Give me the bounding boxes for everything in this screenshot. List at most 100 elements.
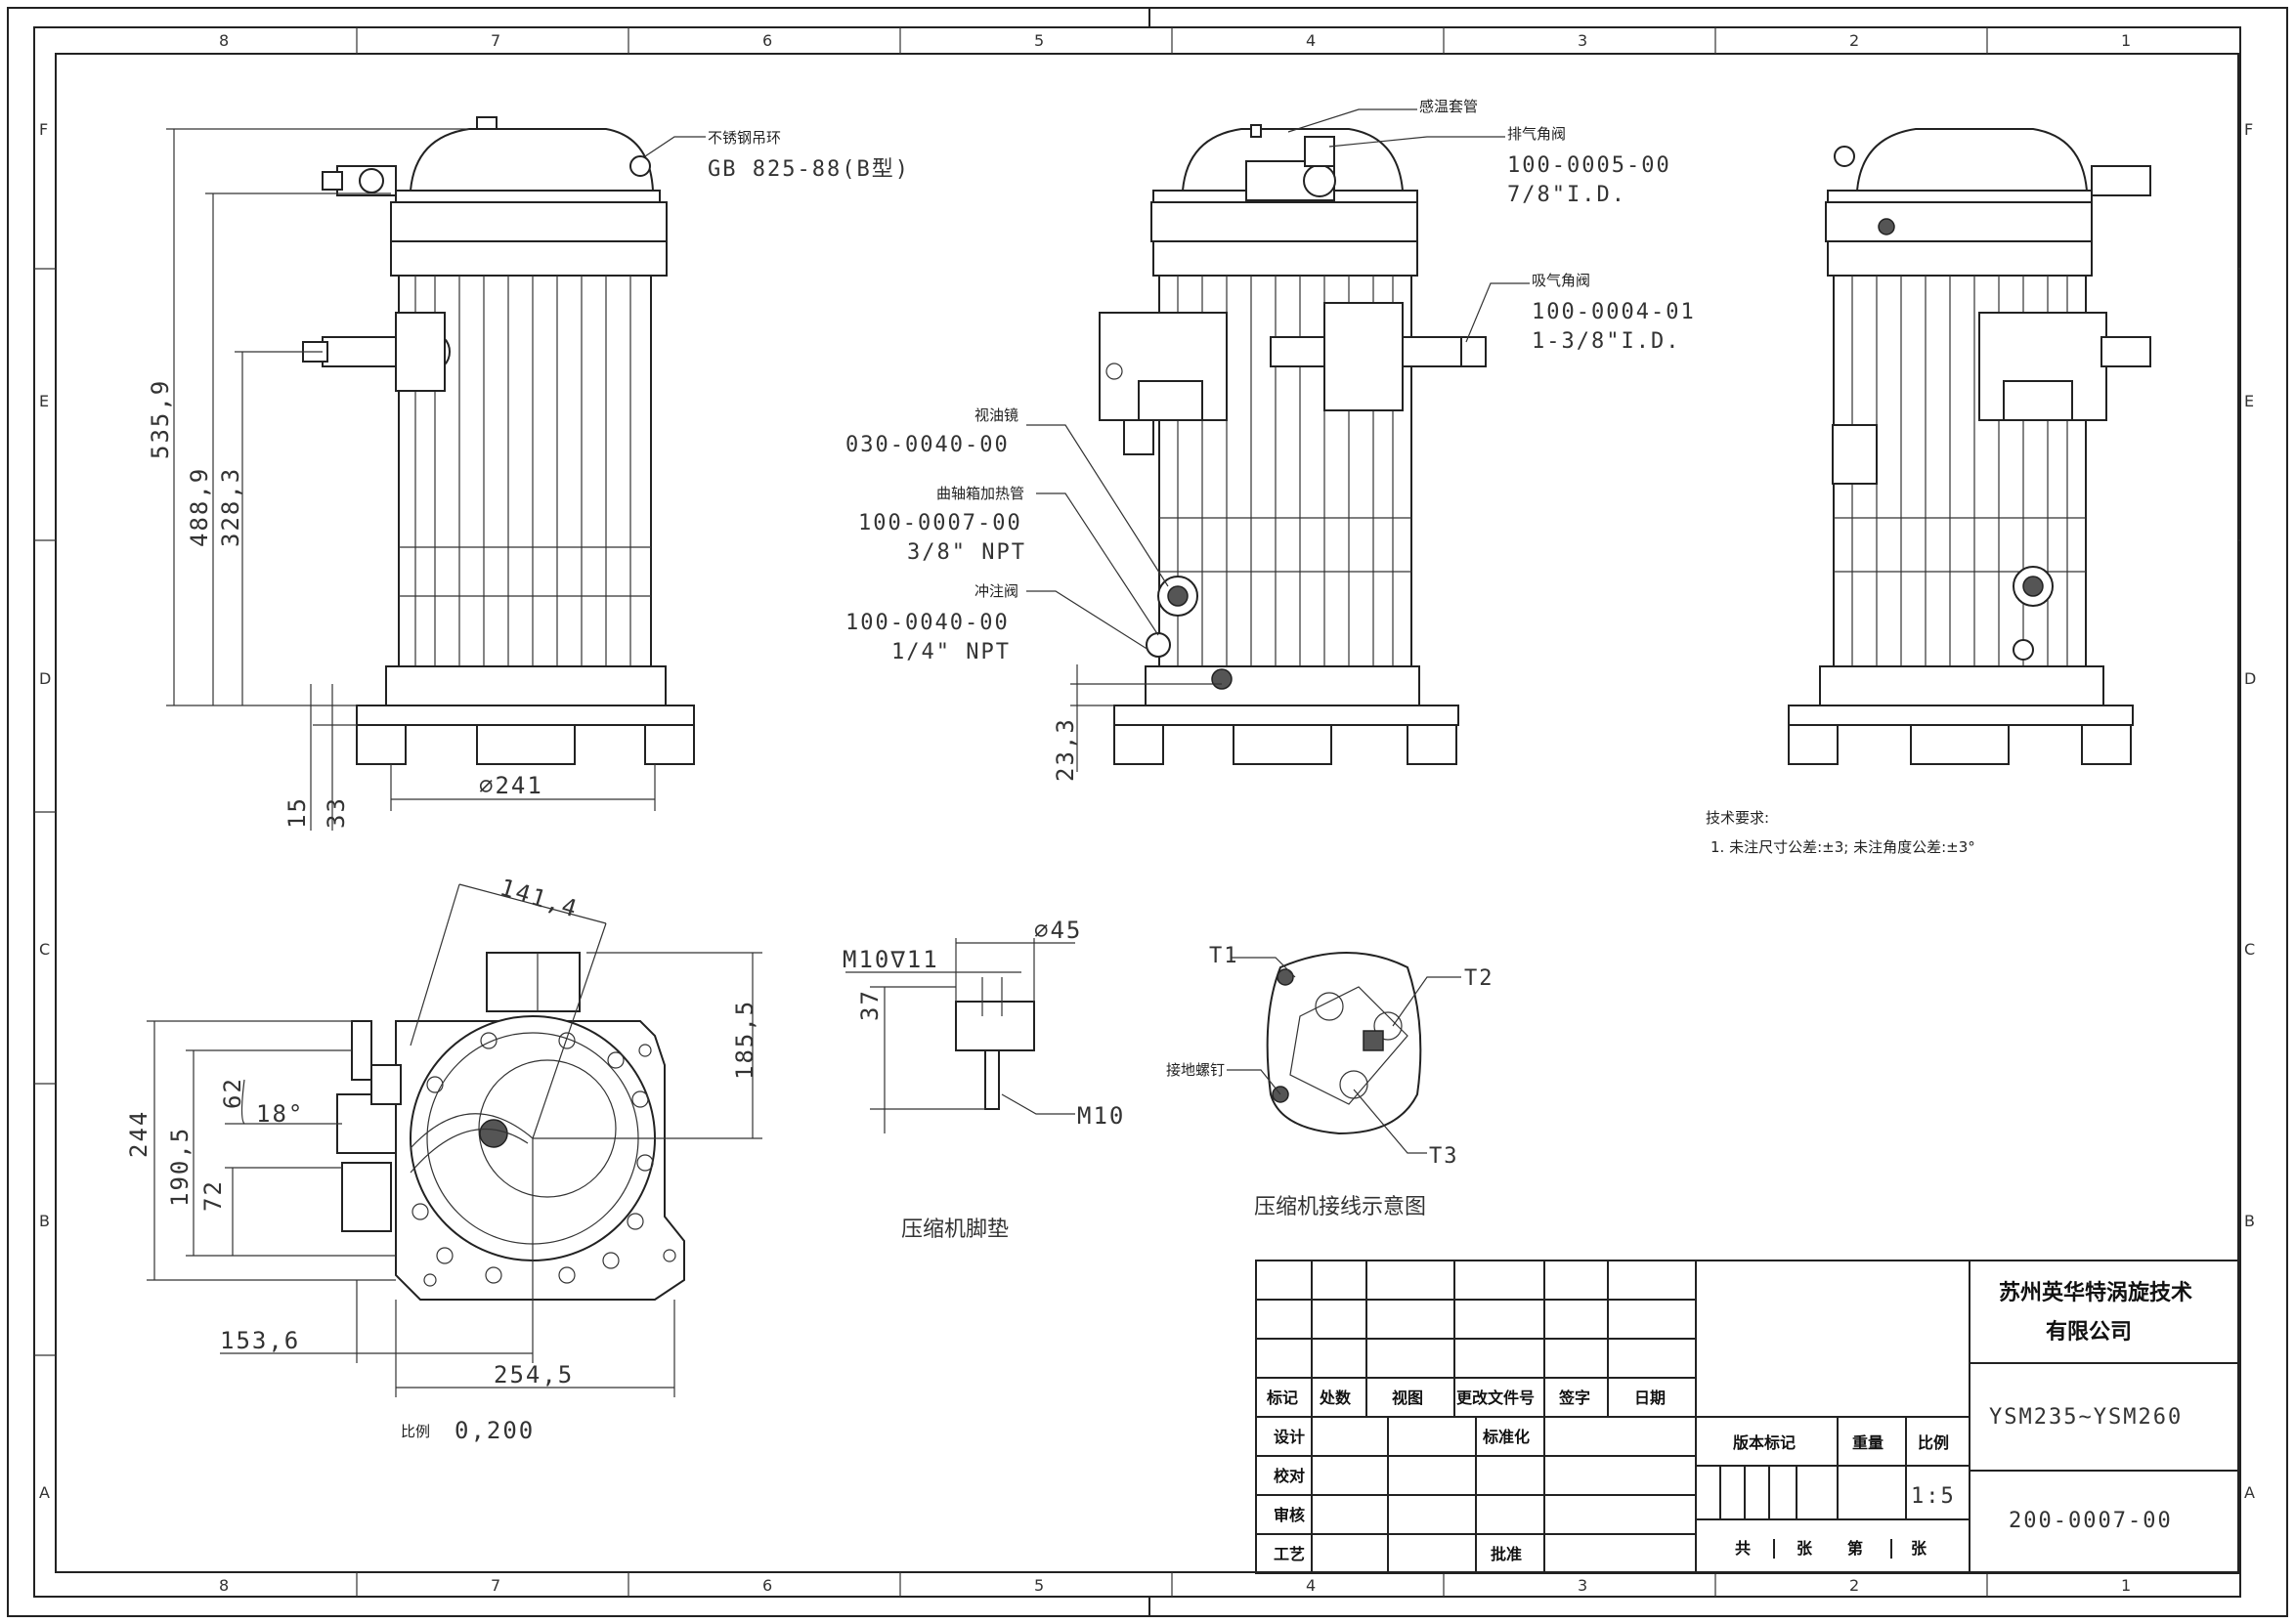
- dim-244: 244: [125, 1110, 152, 1158]
- dim-23: 23,3: [1052, 717, 1079, 782]
- inner-frame: [55, 53, 2239, 1573]
- tb-sheets-total: 共: [1735, 1539, 1751, 1558]
- pad-diameter: ⌀45: [1034, 917, 1082, 944]
- callout-lifting-ring-code: GB 825-88(B型): [708, 157, 910, 182]
- zone-col-8: 8: [219, 31, 229, 50]
- dim-33: 33: [323, 796, 350, 829]
- zone-dividers: [34, 27, 2240, 1597]
- dim-62: 62: [219, 1077, 246, 1109]
- callout-fill-valve-code: 100-0040-00: [845, 611, 1010, 635]
- caption-pad: 压缩机脚垫: [901, 1218, 1009, 1242]
- dim-254: 254,5: [494, 1361, 574, 1389]
- pad-bolt: M10: [1077, 1102, 1125, 1130]
- tb-drawing-no: 200-0007-00: [2009, 1509, 2173, 1533]
- callout-fill-valve: 冲注阀: [974, 582, 1018, 600]
- zone-col-4: 4: [1306, 31, 1316, 50]
- zone-row-C: C: [39, 940, 50, 959]
- tb-header-change-doc: 更改文件号: [1456, 1389, 1535, 1407]
- tb-header-count: 处数: [1319, 1389, 1352, 1407]
- tb-scale-value: 1:5: [1911, 1484, 1956, 1509]
- wiring-t2: T2: [1464, 966, 1494, 991]
- tb-header-sign: 签字: [1558, 1389, 1590, 1407]
- callout-sight-glass: 视油镜: [974, 406, 1018, 424]
- zone-col-2-bottom: 2: [1849, 1576, 1859, 1595]
- title-block-separators: [1773, 1539, 1892, 1559]
- tb-model: YSM235~YSM260: [1989, 1405, 2183, 1430]
- zone-row-E-right: E: [2244, 392, 2254, 410]
- zone-row-E: E: [39, 392, 49, 410]
- callout-discharge-valve-code: 100-0005-00: [1507, 153, 1671, 178]
- zone-col-2: 2: [1849, 31, 1859, 50]
- callout-sensor-tube: 感温套管: [1419, 98, 1478, 115]
- tb-version-mark: 版本标记: [1732, 1433, 1796, 1452]
- zone-col-7: 7: [491, 31, 500, 50]
- zone-col-6: 6: [762, 31, 772, 50]
- zone-col-5: 5: [1034, 31, 1044, 50]
- tb-row-review: 审核: [1274, 1506, 1305, 1524]
- dim-241: ⌀241: [479, 772, 543, 799]
- tb-row-design: 设计: [1274, 1428, 1305, 1446]
- compressor-pad: [845, 938, 1075, 1133]
- top-view-compressor: [336, 952, 685, 1301]
- side-view-leader-lines: [1026, 108, 1530, 772]
- tb-row-check: 校对: [1274, 1467, 1305, 1485]
- callout-fill-valve-size: 1/4" NPT: [891, 640, 1011, 664]
- zone-col-5-bottom: 5: [1034, 1576, 1044, 1595]
- zone-col-7-bottom: 7: [491, 1576, 500, 1595]
- callout-discharge-valve: 排气角阀: [1507, 125, 1566, 143]
- tech-req-title: 技术要求:: [1706, 809, 1769, 827]
- tb-weight: 重量: [1852, 1433, 1884, 1452]
- zone-row-D: D: [39, 669, 51, 688]
- caption-wiring: 压缩机接线示意图: [1254, 1195, 1426, 1219]
- zone-row-F-right: F: [2244, 120, 2253, 139]
- dim-angle: 18°: [256, 1100, 304, 1128]
- tb-sheets-number: 第: [1847, 1539, 1863, 1558]
- callout-crankcase-heater-size: 3/8" NPT: [907, 540, 1026, 565]
- pad-height: 37: [856, 989, 884, 1021]
- wiring-t3: T3: [1429, 1144, 1459, 1169]
- zone-row-A: A: [39, 1483, 50, 1502]
- tb-approve: 批准: [1491, 1545, 1522, 1563]
- tb-header-view: 视图: [1392, 1389, 1423, 1407]
- zone-col-3: 3: [1578, 31, 1587, 50]
- wiring-diagram: [1227, 952, 1461, 1154]
- front-view-compressor: [302, 116, 695, 765]
- top-view-dimension-lines: [147, 883, 762, 1397]
- wiring-ground: 接地螺钉: [1166, 1061, 1225, 1079]
- callout-suction-valve-code: 100-0004-01: [1532, 300, 1696, 324]
- rear-view-compressor: [1788, 128, 2151, 765]
- tb-sheets-unit-2: 张: [1911, 1539, 1927, 1558]
- title-block-headers: 标记 处数 视图 更改文件号 签字 日期 设计 校对 审核 工艺 标准化 批准 …: [1266, 1389, 1956, 1563]
- scale-note-label: 比例: [401, 1423, 430, 1440]
- zone-col-6-bottom: 6: [762, 1576, 772, 1595]
- callout-lifting-ring: 不锈钢吊环: [708, 129, 781, 147]
- tb-sheets-unit-1: 张: [1797, 1539, 1813, 1558]
- zone-col-3-bottom: 3: [1578, 1576, 1587, 1595]
- dim-185: 185,5: [731, 1000, 758, 1080]
- side-view-compressor: [1099, 124, 1487, 765]
- front-view-dimension-lines: [166, 128, 656, 831]
- zone-col-1-bottom: 1: [2121, 1576, 2131, 1595]
- callout-sight-glass-code: 030-0040-00: [845, 433, 1010, 457]
- dim-15: 15: [283, 796, 311, 829]
- title-block-grid: [1255, 1260, 2239, 1574]
- callout-crankcase-heater: 曲轴箱加热管: [936, 485, 1024, 502]
- zone-labels: 8 7 6 5 4 3 2 1 8 7 6 5 4 3 2 1 F E D C …: [39, 31, 2256, 1595]
- dim-141: 141,4: [497, 874, 582, 923]
- zone-row-D-right: D: [2244, 669, 2256, 688]
- dim-72: 72: [199, 1179, 227, 1212]
- dim-488: 488,9: [186, 467, 213, 547]
- tb-company-line1: 苏州英华特涡旋技术: [1999, 1280, 2192, 1305]
- tb-scale-label: 比例: [1918, 1433, 1949, 1452]
- tb-standardize: 标准化: [1482, 1428, 1530, 1446]
- tb-header-date: 日期: [1634, 1389, 1666, 1407]
- zone-col-4-bottom: 4: [1306, 1576, 1316, 1595]
- zone-row-B: B: [39, 1212, 50, 1230]
- zone-row-C-right: C: [2244, 940, 2255, 959]
- outer-border: [7, 7, 2288, 1617]
- callout-crankcase-heater-code: 100-0007-00: [858, 511, 1022, 535]
- zone-row-B-right: B: [2244, 1212, 2255, 1230]
- tb-header-mark: 标记: [1266, 1389, 1298, 1407]
